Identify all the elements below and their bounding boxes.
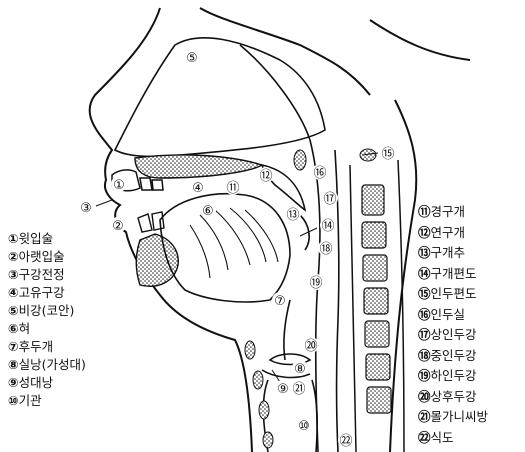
legend-label: 식도 bbox=[431, 430, 454, 445]
legend-number: ⑯ bbox=[418, 307, 431, 322]
legend-number: ⑦ bbox=[8, 339, 19, 354]
legend-label: 기관 bbox=[19, 393, 42, 408]
legend-item: ⑩기관 bbox=[8, 392, 86, 410]
legend-number: ⑲ bbox=[418, 368, 431, 383]
callout-number: ③ bbox=[80, 201, 92, 216]
legend-number: ⑭ bbox=[418, 266, 431, 281]
legend-item: ㉒식도 bbox=[418, 428, 488, 449]
legend-item: ⑯인두실 bbox=[418, 305, 488, 326]
legend-number: ㉑ bbox=[418, 409, 431, 424]
legend-label: 구강전정 bbox=[19, 267, 65, 282]
legend-item: ⑦후두개 bbox=[8, 338, 86, 356]
callout-number: ⑨ bbox=[277, 382, 289, 397]
legend-number: ⑬ bbox=[418, 245, 431, 260]
legend-number: ⑰ bbox=[418, 327, 431, 342]
vertebrae bbox=[362, 185, 391, 413]
callout-number: ⑮ bbox=[381, 147, 394, 162]
legend-item: ⑮인두편도 bbox=[418, 284, 488, 305]
legend-number: ㉒ bbox=[418, 430, 431, 445]
legend-label: 후두개 bbox=[19, 339, 54, 354]
legend-number: ⑩ bbox=[8, 393, 19, 408]
legend-label: 윗입술 bbox=[19, 231, 54, 246]
legend-label: 구개편도 bbox=[431, 266, 477, 281]
legend-label: 상인두강 bbox=[431, 327, 477, 342]
callout-number: ⑳ bbox=[304, 339, 317, 354]
callout-number: ⑧ bbox=[294, 362, 306, 377]
legend-item: ⑰상인두강 bbox=[418, 325, 488, 346]
legend-label: 경구개 bbox=[431, 204, 466, 219]
legend-item: ③구강전정 bbox=[8, 266, 86, 284]
callout-number: ⑥ bbox=[202, 204, 214, 219]
callout-number: ⑰ bbox=[323, 192, 336, 207]
legend-item: ⑨성대낭 bbox=[8, 374, 86, 392]
legend-label: 하인두강 bbox=[431, 368, 477, 383]
legend-item: ⑤비강(코안) bbox=[8, 302, 86, 320]
legend-number: ⑥ bbox=[8, 321, 19, 336]
callout-number: ⑤ bbox=[186, 51, 198, 66]
legend-item: ⑪경구개 bbox=[418, 202, 488, 223]
legend-number: ⑨ bbox=[8, 375, 19, 390]
callout-number: ⑭ bbox=[321, 219, 334, 234]
pharynx bbox=[284, 140, 339, 452]
legend-label: 몰가니씨방 bbox=[431, 409, 489, 424]
legend-item: ㉑몰가니씨방 bbox=[418, 407, 488, 428]
callout-number: ⑪ bbox=[226, 181, 239, 196]
nasal-cavity bbox=[115, 38, 325, 157]
legend-item: ④고유구강 bbox=[8, 284, 86, 302]
legend-number: ④ bbox=[8, 285, 19, 300]
legend-label: 성대낭 bbox=[19, 375, 54, 390]
callout-number: ⑲ bbox=[309, 276, 322, 291]
tongue bbox=[160, 194, 290, 302]
legend-label: 아랫입술 bbox=[19, 249, 65, 264]
legend-label: 중인두강 bbox=[431, 348, 477, 363]
legend-label: 연구개 bbox=[431, 225, 466, 240]
callout-number: ④ bbox=[192, 181, 204, 196]
legend-number: ⑧ bbox=[8, 357, 19, 372]
callout-number: ② bbox=[112, 219, 124, 234]
callout-number: ⑩ bbox=[298, 419, 310, 434]
legend-number: ⑤ bbox=[8, 303, 19, 318]
legend-label: 인두실 bbox=[431, 307, 466, 322]
callout-number: ⑱ bbox=[319, 242, 332, 257]
tracheal-rings bbox=[245, 149, 376, 448]
legend-item: ⑲하인두강 bbox=[418, 366, 488, 387]
legend-item: ⑥혀 bbox=[8, 320, 86, 338]
legend-item: ⑳상후두강 bbox=[418, 387, 488, 408]
legend-number: ⑮ bbox=[418, 286, 431, 301]
legend-item: ⑬구개추 bbox=[418, 243, 488, 264]
legend-item: ⑭구개편도 bbox=[418, 264, 488, 285]
legend-label: 인두편도 bbox=[431, 286, 477, 301]
legend-item: ⑱중인두강 bbox=[418, 346, 488, 367]
legend-item: ①윗입술 bbox=[8, 230, 86, 248]
legend-label: 비강(코안) bbox=[19, 303, 75, 318]
legend-label: 혀 bbox=[19, 321, 31, 336]
legend-number: ⑫ bbox=[418, 225, 431, 240]
legend-item: ②아랫입술 bbox=[8, 248, 86, 266]
legend-number: ③ bbox=[8, 267, 19, 282]
callout-number: ⑬ bbox=[286, 208, 299, 223]
legend-number: ① bbox=[8, 231, 19, 246]
legend-item: ⑧실낭(가성대) bbox=[8, 356, 86, 374]
callout-number: ㉑ bbox=[292, 382, 305, 397]
hard-palate bbox=[135, 155, 262, 178]
legend-label: 고유구강 bbox=[19, 285, 65, 300]
legend-number: ⑪ bbox=[418, 204, 431, 219]
legend-label: 상후두강 bbox=[431, 389, 477, 404]
legend-item: ⑫연구개 bbox=[418, 223, 488, 244]
legend-number: ⑱ bbox=[418, 348, 431, 363]
legend-label: 실낭(가성대) bbox=[19, 357, 86, 372]
callout-number: ① bbox=[113, 178, 125, 193]
mandible bbox=[136, 234, 178, 286]
legend-number: ⑳ bbox=[418, 389, 431, 404]
legend-number: ② bbox=[8, 249, 19, 264]
callout-number: ⑯ bbox=[313, 166, 326, 181]
callout-number: ⑫ bbox=[259, 169, 272, 184]
callout-number: ㉒ bbox=[339, 434, 352, 449]
callout-number: ⑦ bbox=[274, 294, 286, 309]
legend-label: 구개추 bbox=[431, 245, 466, 260]
